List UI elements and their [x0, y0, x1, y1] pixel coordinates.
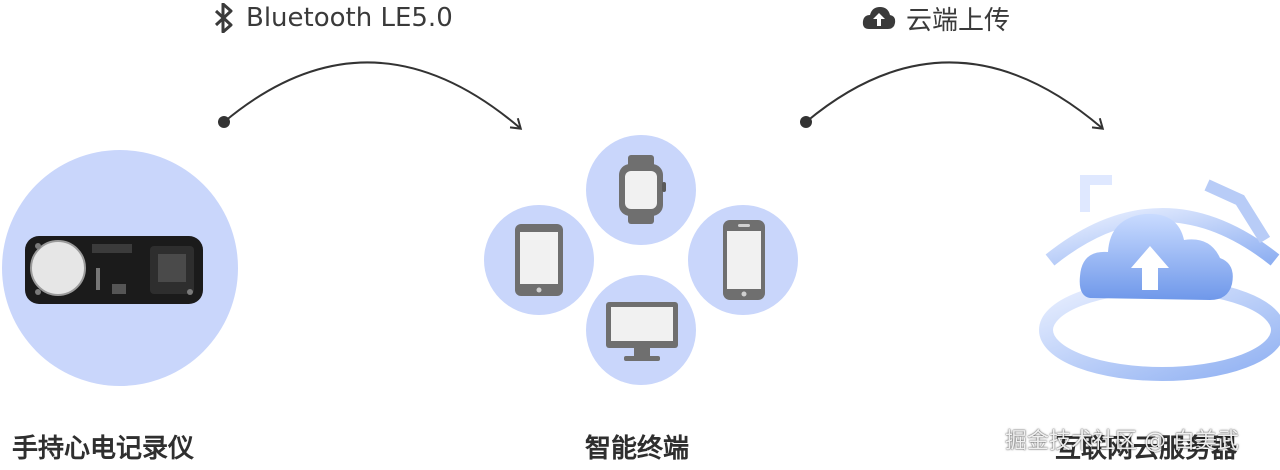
- ecg-recorder-label: 手持心电记录仪: [12, 434, 195, 464]
- watermark: 掘金技术社区 @ 白美武: [1005, 429, 1239, 454]
- ecg-recorder-node: [2, 150, 238, 386]
- ecg-recorder-device: [25, 236, 203, 304]
- cloud-icon: [1079, 213, 1233, 300]
- cloud-upload-icon: [862, 7, 896, 29]
- bluetooth-link-label: Bluetooth LE5.0: [212, 0, 453, 36]
- bluetooth-label-text: Bluetooth LE5.0: [246, 3, 453, 33]
- cloud-upload-label-text: 云端上传: [906, 5, 1011, 36]
- bluetooth-connection-arrow: [218, 61, 523, 130]
- tablet-bubble: [484, 205, 594, 315]
- desktop-monitor-icon: [606, 302, 678, 361]
- smart-terminal-node: [484, 135, 798, 385]
- smartwatch-bubble: [586, 135, 696, 245]
- bluetooth-icon: [214, 3, 233, 33]
- cloud-server-node: [1039, 175, 1280, 381]
- cloud-upload-connection-arrow: [800, 61, 1105, 130]
- tablet-icon: [515, 224, 563, 296]
- cloud-server-label: 互联网云服务器: [1055, 434, 1238, 464]
- smartphone-icon: [723, 220, 765, 300]
- smartphone-bubble: [688, 205, 798, 315]
- cloud-upload-link-label: 云端上传: [862, 0, 1010, 36]
- desktop-bubble: [586, 275, 696, 385]
- smart-terminal-label: 智能终端: [585, 434, 690, 464]
- smartwatch-icon: [619, 155, 666, 224]
